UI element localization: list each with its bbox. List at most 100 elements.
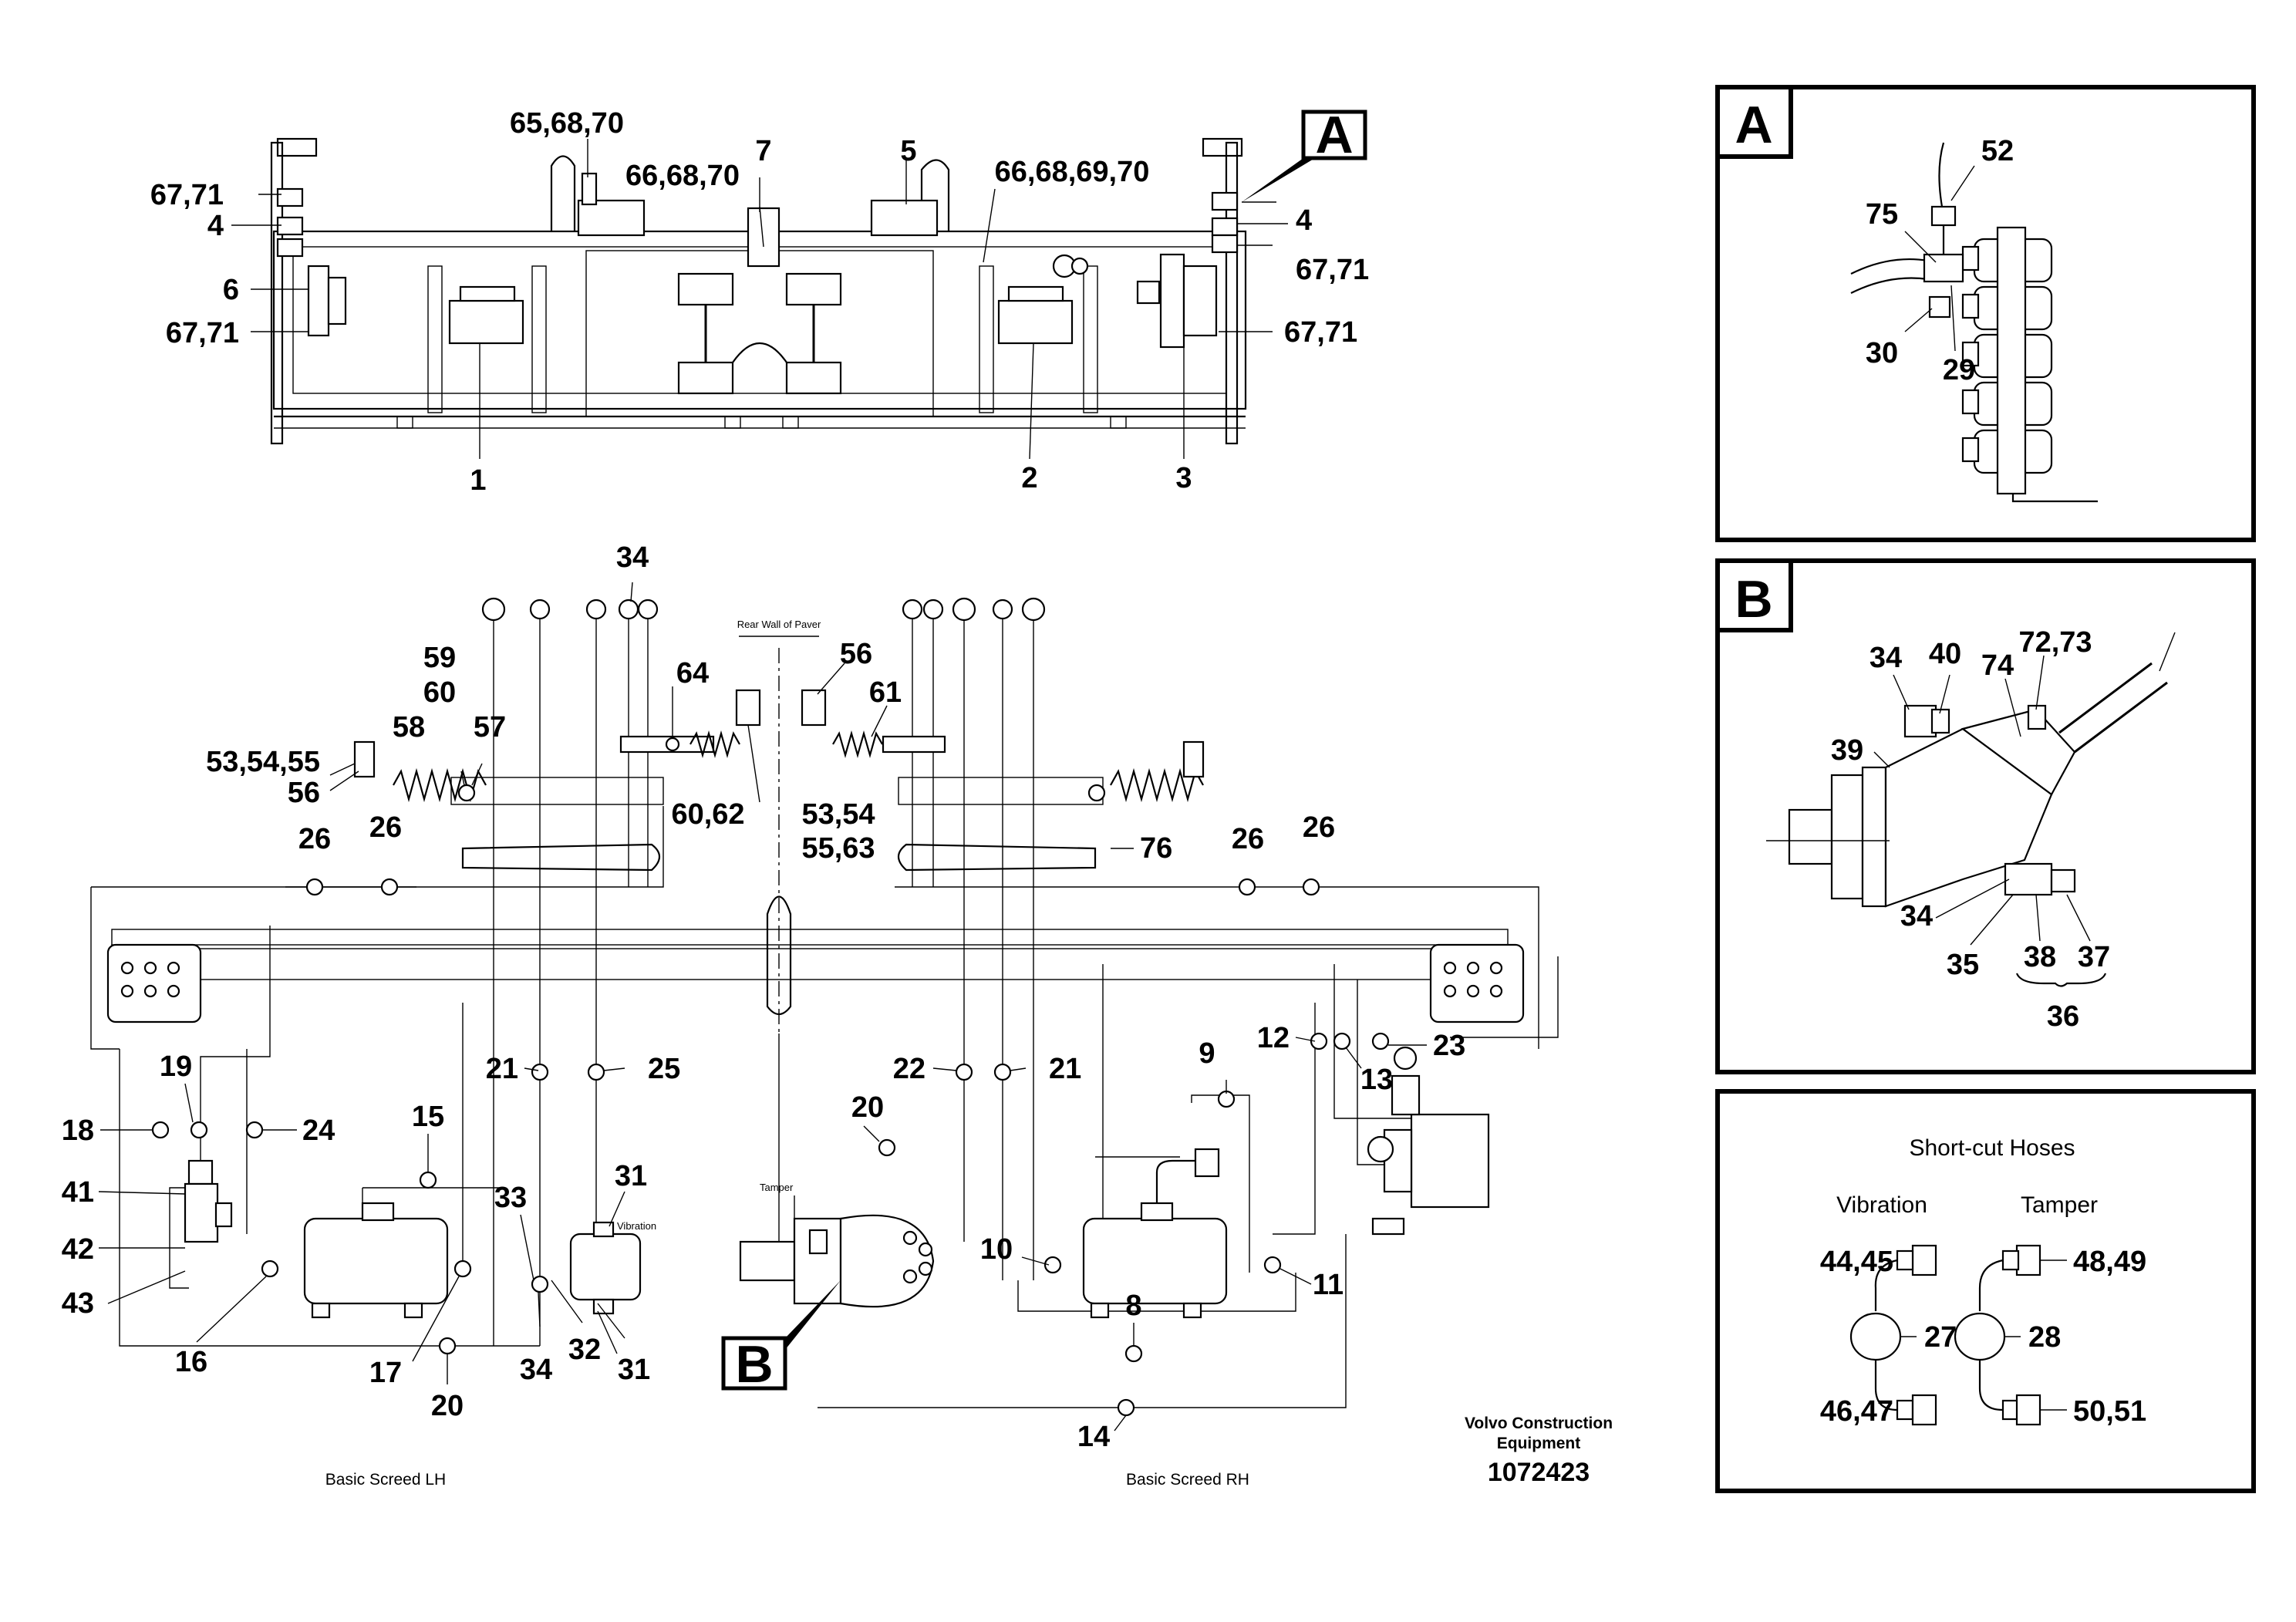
callout-b-37: 37 [2078, 941, 2110, 973]
short-cut-hoses-panel: Short-cut Hoses Vibration Tamper 44,45 2… [1715, 1089, 2256, 1493]
callout-s-25: 25 [648, 1053, 680, 1085]
callout-top-67-71-c: 67,71 [1296, 254, 1369, 286]
callout-s-19: 19 [160, 1050, 192, 1083]
callout-b-72-73: 72,73 [2018, 626, 2092, 659]
callout-b-38: 38 [2024, 941, 2056, 973]
basic-screed-lh-label: Basic Screed LH [325, 1471, 446, 1489]
callout-s-16: 16 [175, 1346, 207, 1378]
callout-s-33: 33 [494, 1182, 527, 1214]
callout-s-26-d: 26 [1303, 811, 1335, 844]
callout-s-34-bottom: 34 [520, 1354, 552, 1386]
callout-s-42: 42 [62, 1233, 94, 1266]
callout-s-24: 24 [302, 1114, 335, 1147]
callout-s-31-bottom: 31 [618, 1354, 650, 1386]
title-block: Volvo Construction Equipment 1072423 [1465, 1415, 1613, 1487]
detail-b-panel: B 34 40 72,73 74 39 34 35 38 37 [1715, 558, 2256, 1074]
callout-s-23: 23 [1433, 1030, 1465, 1062]
callout-s-61: 61 [869, 676, 902, 709]
callout-top-66-68-69-70: 66,68,69,70 [995, 156, 1150, 188]
marker-b-letter: B [735, 1335, 773, 1394]
callout-s-31-top: 31 [615, 1160, 647, 1192]
callout-b-39: 39 [1831, 734, 1863, 767]
callout-s-9: 9 [1199, 1037, 1215, 1070]
callout-s-56-left: 56 [288, 777, 320, 809]
callout-a-52: 52 [1981, 135, 2014, 167]
detail-a-panel: A 52 75 30 29 [1715, 85, 2256, 542]
brand-line-1: Volvo Construction [1465, 1415, 1613, 1432]
top-view: A 65,68,70 7 5 66,68,70 66,68,69,70 67,7… [150, 106, 1369, 497]
callout-s-43: 43 [62, 1287, 94, 1320]
callout-s-12: 12 [1257, 1022, 1290, 1054]
callout-s-15: 15 [412, 1101, 444, 1133]
callout-sc-28: 28 [2028, 1321, 2061, 1354]
callout-top-67-71-b: 67,71 [166, 317, 239, 349]
callout-sc-44-45: 44,45 [1820, 1246, 1893, 1278]
callout-s-22: 22 [893, 1053, 925, 1085]
callout-s-20-left: 20 [431, 1390, 464, 1422]
callout-top-4-right: 4 [1296, 204, 1312, 237]
callout-s-10: 10 [980, 1233, 1013, 1266]
callout-s-60: 60 [423, 676, 456, 709]
callout-s-20-right: 20 [851, 1091, 884, 1124]
callout-sc-48-49: 48,49 [2073, 1246, 2146, 1278]
callout-top-66-68-70: 66,68,70 [625, 160, 740, 192]
callout-s-26-c: 26 [1232, 823, 1264, 855]
callout-s-8: 8 [1125, 1290, 1141, 1322]
callout-sc-27: 27 [1924, 1321, 1957, 1354]
callout-s-21-left: 21 [486, 1053, 518, 1085]
callout-s-13: 13 [1360, 1064, 1393, 1096]
callout-b-35: 35 [1947, 949, 1979, 981]
callout-s-32: 32 [568, 1334, 601, 1366]
callout-b-74: 74 [1981, 649, 2014, 682]
callout-b-40: 40 [1929, 638, 1961, 670]
callout-s-41: 41 [62, 1176, 94, 1209]
callout-s-34-top: 34 [616, 541, 649, 574]
callout-s-11: 11 [1313, 1269, 1344, 1301]
basic-screed-rh-label: Basic Screed RH [1126, 1471, 1249, 1489]
vibration-heading: Vibration [1836, 1192, 1927, 1218]
callout-s-14: 14 [1077, 1421, 1110, 1453]
callout-s-26-b: 26 [369, 811, 402, 844]
callout-s-53-54-55: 53,54,55 [206, 746, 320, 778]
callout-s-57: 57 [474, 711, 506, 744]
callout-s-58: 58 [393, 711, 425, 744]
callout-top-5: 5 [900, 135, 916, 167]
hydraulic-schematic: Rear Wall of Paver [62, 541, 1559, 1489]
callout-a-75: 75 [1866, 198, 1898, 231]
brand-line-2: Equipment [1497, 1435, 1581, 1452]
callout-top-1: 1 [470, 464, 486, 497]
callout-top-2: 2 [1021, 462, 1037, 494]
callout-top-7: 7 [755, 135, 771, 167]
callout-s-53-54: 53,54 [801, 798, 875, 831]
rear-wall-label: Rear Wall of Paver [737, 619, 821, 630]
callout-top-4-left: 4 [207, 210, 224, 242]
callout-top-67-71-d: 67,71 [1284, 316, 1357, 349]
callout-sc-50-51: 50,51 [2073, 1395, 2146, 1428]
hose-couplers [151, 878, 1390, 1417]
callout-top-6: 6 [223, 274, 239, 306]
short-cut-title: Short-cut Hoses [1909, 1135, 2075, 1161]
vibration-label: Vibration [617, 1220, 656, 1232]
callout-s-56-right: 56 [840, 638, 872, 670]
callout-s-76: 76 [1140, 832, 1172, 865]
callout-s-21-right: 21 [1049, 1053, 1081, 1085]
detail-a-letter: A [1735, 96, 1772, 154]
callout-s-17: 17 [369, 1357, 402, 1389]
callout-s-59: 59 [423, 642, 456, 674]
callout-b-36: 36 [2047, 1000, 2079, 1033]
callout-s-64: 64 [676, 657, 709, 690]
callout-s-18: 18 [62, 1114, 94, 1147]
detail-b-letter: B [1735, 570, 1772, 629]
callout-s-60-62: 60,62 [671, 798, 744, 831]
tamper-heading: Tamper [2021, 1192, 2098, 1218]
callout-b-34-bottom: 34 [1900, 900, 1933, 932]
tamper-label: Tamper [760, 1182, 794, 1193]
callout-a-30: 30 [1866, 337, 1898, 369]
callout-top-65-68-70: 65,68,70 [510, 107, 624, 140]
callout-top-67-71-a: 67,71 [150, 179, 224, 211]
callout-a-29: 29 [1943, 354, 1975, 386]
marker-a-letter: A [1315, 106, 1353, 164]
callout-b-34-top: 34 [1870, 642, 1902, 674]
callout-s-55-63: 55,63 [801, 832, 875, 865]
